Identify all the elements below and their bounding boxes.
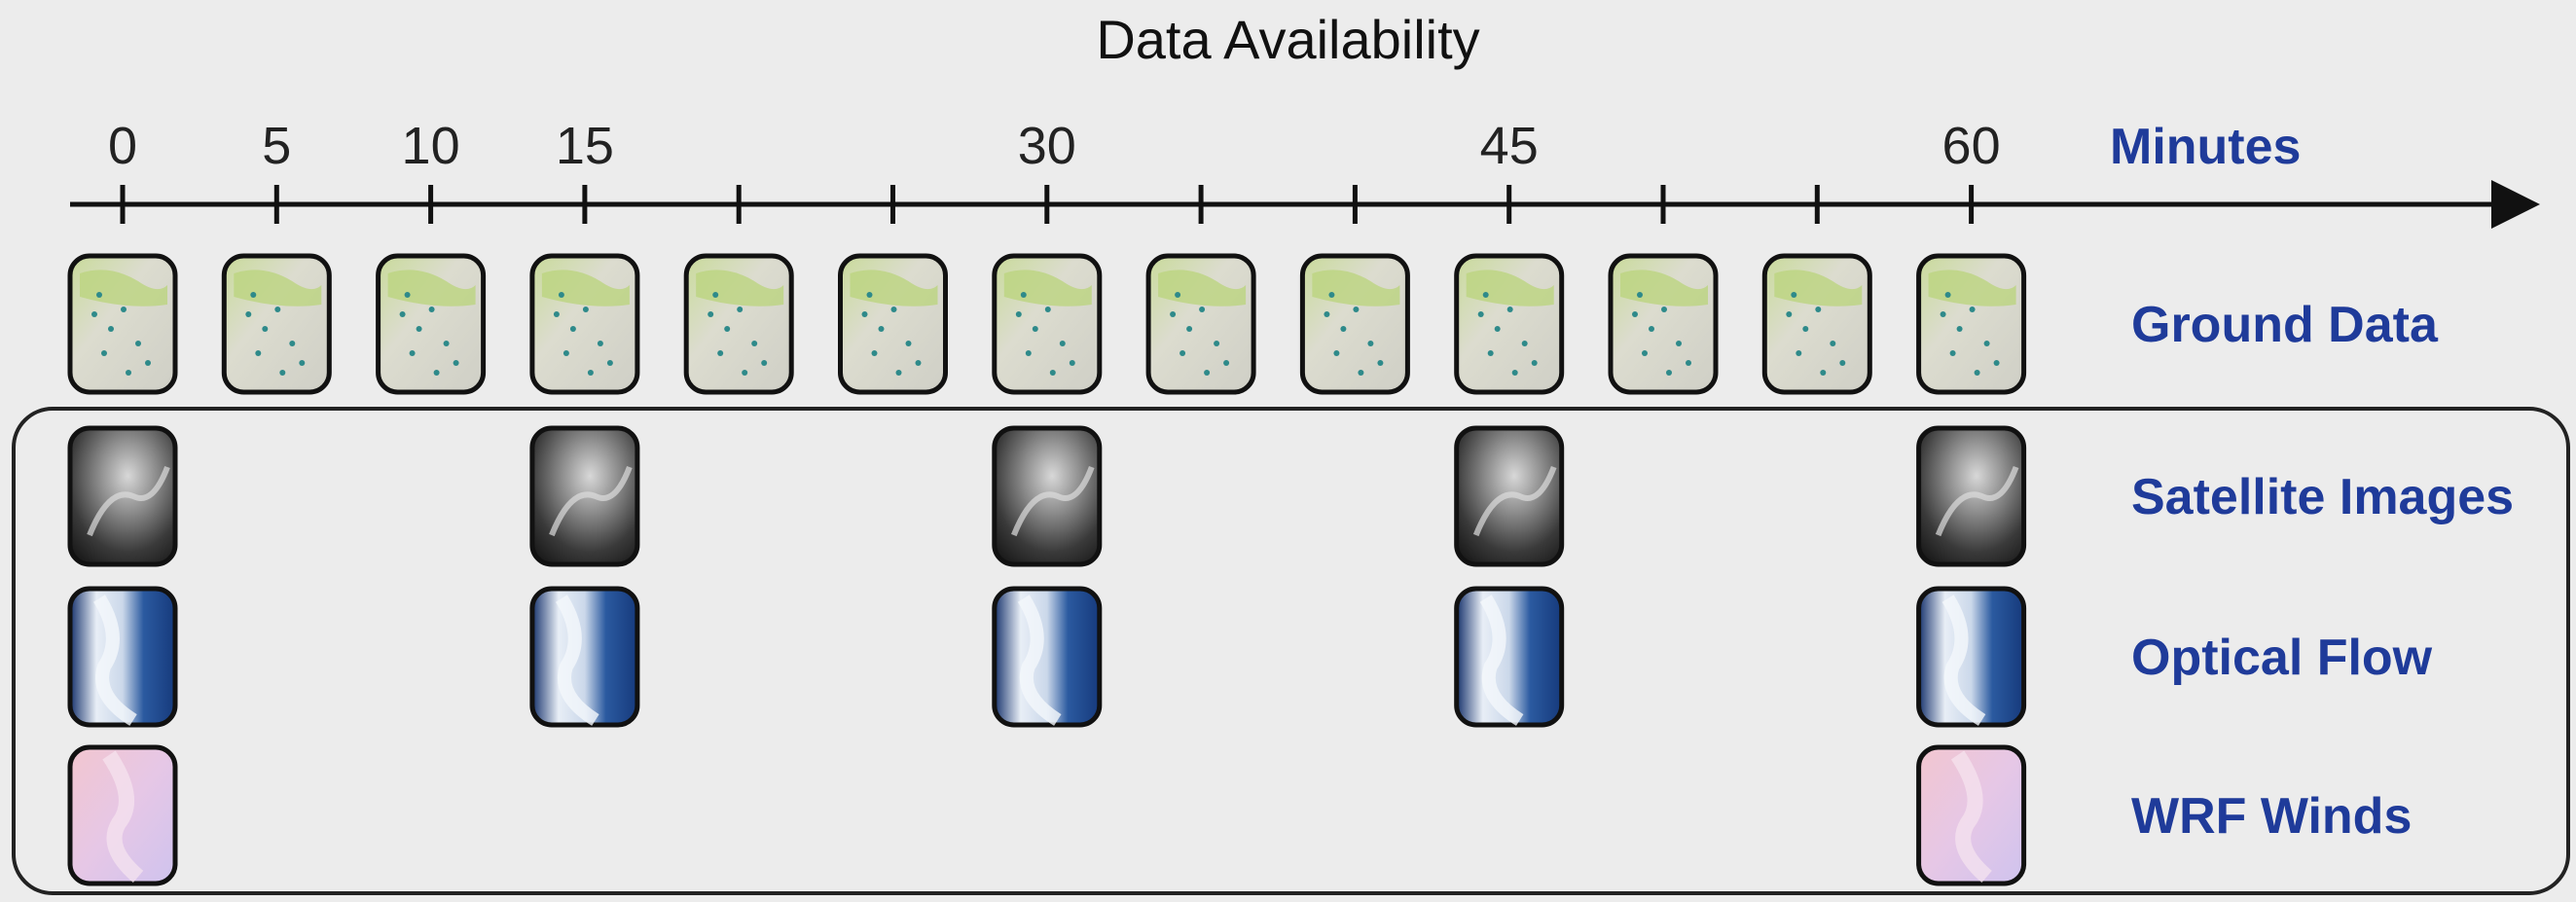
flow-thumbnail [992, 586, 1103, 728]
axis-unit-label: Minutes [2110, 119, 2301, 175]
availability-cells [67, 253, 2027, 886]
ground-thumbnail [1145, 253, 1256, 395]
satellite-thumbnail [529, 425, 640, 567]
wrf-thumbnail [1916, 744, 2027, 886]
row-label-wrf: WRF Winds [2131, 788, 2412, 845]
satellite-thumbnail [1454, 425, 1565, 567]
model-group-frame [12, 407, 2570, 895]
tick-label: 5 [262, 117, 291, 175]
ground-thumbnail [1608, 253, 1719, 395]
tick-label: 15 [556, 117, 614, 175]
tick-label: 45 [1480, 117, 1539, 175]
axis-ticks: 0 5 10 15 30 45 60 [108, 117, 2001, 224]
wrf-thumbnail [67, 744, 178, 886]
ground-thumbnail [67, 253, 178, 395]
ground-thumbnail [221, 253, 332, 395]
ground-thumbnail [1761, 253, 1872, 395]
tick-label: 60 [1942, 117, 2001, 175]
tick-label: 30 [1018, 117, 1076, 175]
satellite-thumbnail [1916, 425, 2027, 567]
satellite-thumbnail [992, 425, 1103, 567]
flow-thumbnail [1454, 586, 1565, 728]
tick-label: 0 [108, 117, 137, 175]
ground-thumbnail [1454, 253, 1565, 395]
satellite-thumbnail [67, 425, 178, 567]
ground-thumbnail [376, 253, 487, 395]
tick-label: 10 [402, 117, 460, 175]
ground-thumbnail [529, 253, 640, 395]
row-label-satellite: Satellite Images [2131, 469, 2514, 525]
ground-thumbnail [992, 253, 1103, 395]
ground-thumbnail [1299, 253, 1410, 395]
flow-thumbnail [67, 586, 178, 728]
flow-thumbnail [1916, 586, 2027, 728]
diagram-title: Data Availability [1096, 9, 1480, 70]
flow-thumbnail [529, 586, 640, 728]
ground-thumbnail [1916, 253, 2027, 395]
ground-thumbnail [838, 253, 948, 395]
ground-thumbnail [683, 253, 794, 395]
row-label-flow: Optical Flow [2131, 630, 2433, 686]
row-label-ground: Ground Data [2131, 297, 2439, 353]
